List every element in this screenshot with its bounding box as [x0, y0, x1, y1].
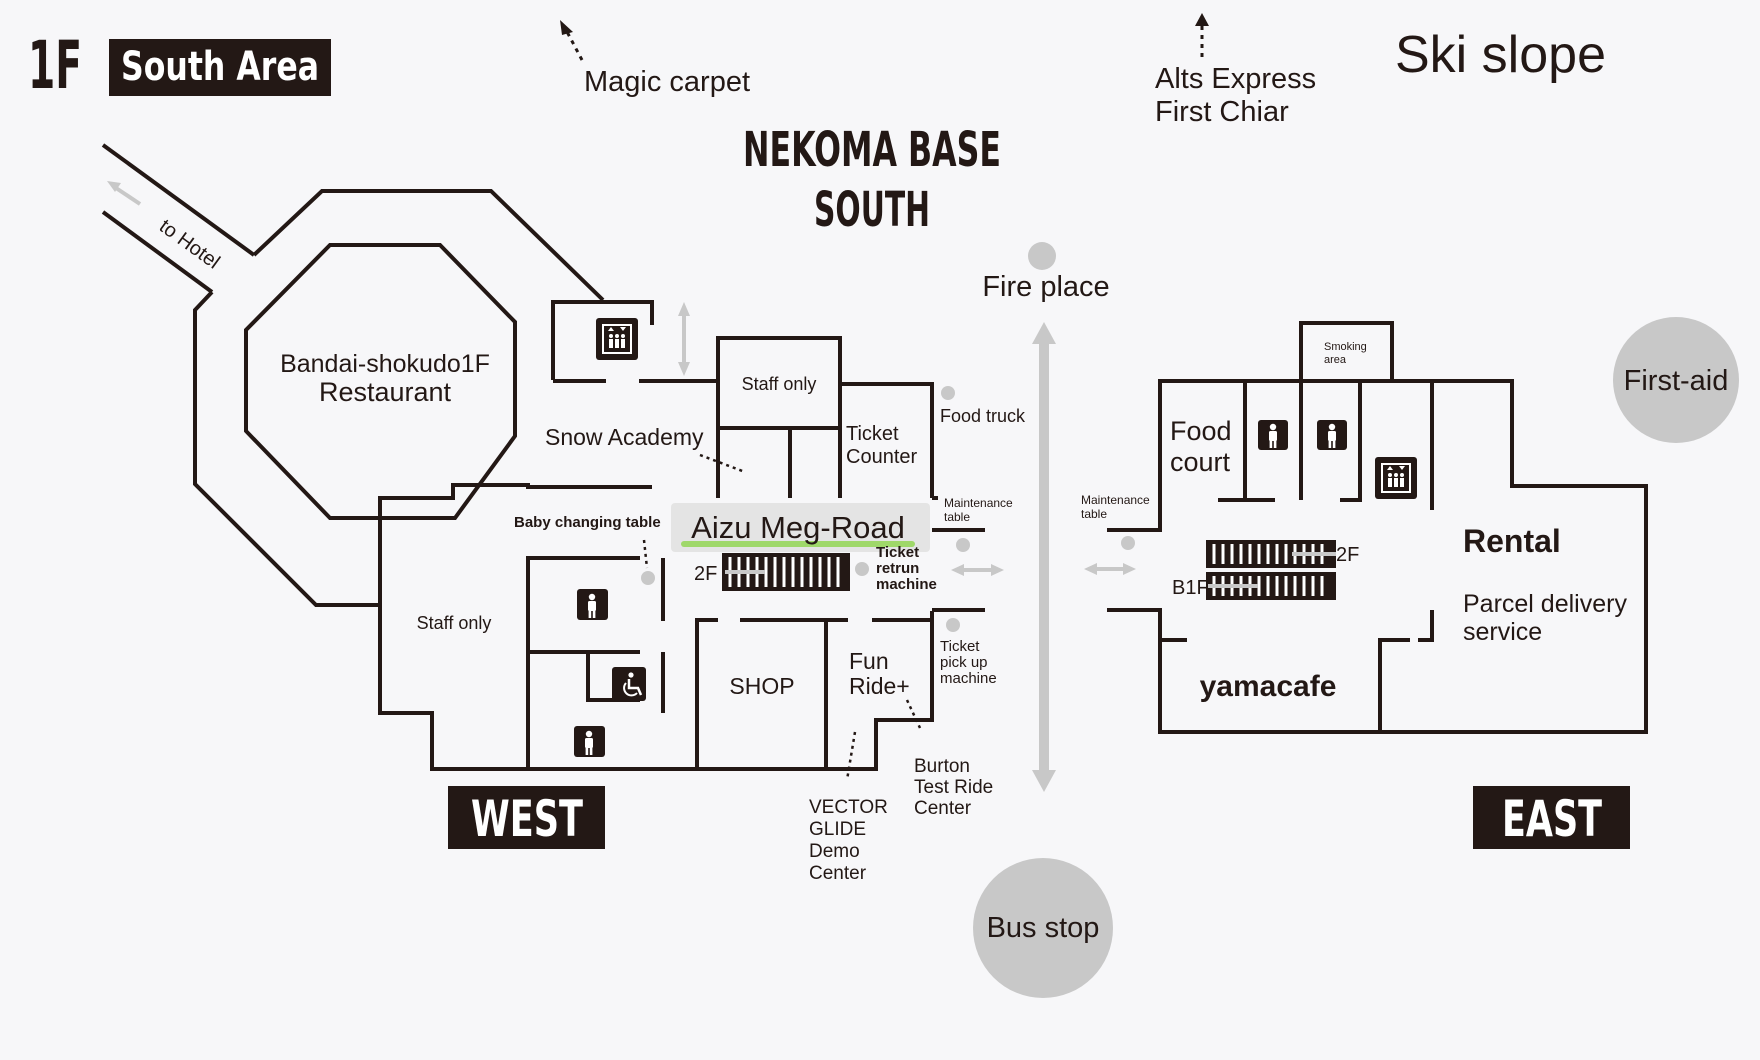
- fun-ride-line1: Fun: [849, 648, 889, 674]
- magic-carpet-arrowhead-icon: [560, 20, 573, 35]
- walkway-arrowhead-up-icon: [1032, 322, 1056, 344]
- area-badge: [109, 39, 331, 96]
- snow-academy-leader: [699, 453, 746, 474]
- yamacafe-label: yamacafe: [1200, 670, 1337, 703]
- vector-line3: Demo: [809, 841, 860, 862]
- page-title-line2: SOUTH: [814, 182, 930, 238]
- east-badge: [1473, 786, 1630, 849]
- restaurant-label-line1: Bandai-shokudo1F: [280, 350, 490, 378]
- alts-express-arrowhead-icon: [1195, 13, 1209, 26]
- snow-academy-label: Snow Academy: [545, 424, 704, 450]
- floor-label: 1F: [28, 27, 82, 104]
- west-building: [101, 143, 985, 771]
- maintenance-east-line1: Maintenance: [1081, 493, 1150, 507]
- walkway-arrowhead-down-icon: [1032, 770, 1056, 792]
- baby-changing-dot: [641, 571, 655, 585]
- fun-ride-line2: Ride+: [849, 673, 910, 699]
- pickup-line2: pick up: [940, 654, 988, 671]
- maintenance-west-line1: Maintenance: [944, 496, 1013, 510]
- meg-road-bg: [671, 503, 930, 552]
- east-stairs-up-label: 2F: [1336, 544, 1359, 566]
- baby-changing-label: Baby changing table: [514, 514, 661, 531]
- west-badge: [448, 786, 605, 849]
- ticket-return-line1: Ticket: [876, 544, 919, 561]
- east-stairs-down-label: B1F: [1172, 577, 1209, 599]
- fire-place-dot: [1028, 242, 1056, 270]
- alts-express-line2: First Chiar: [1155, 96, 1289, 128]
- staff-only-top-label: Staff only: [742, 374, 817, 394]
- burton-line2: Test Ride: [914, 777, 993, 798]
- east-building: [1107, 321, 1648, 734]
- ski-slope-label: Ski slope: [1395, 26, 1606, 84]
- maintenance-west-dot: [956, 538, 970, 552]
- stairway-arrowhead-up-icon: [678, 302, 690, 316]
- baby-changing-leader: [642, 539, 649, 569]
- parcel-line2: service: [1463, 618, 1542, 646]
- west-label: WEST: [471, 790, 583, 848]
- page-title-line1: NEKOMA BASE: [743, 122, 1001, 178]
- meg-road-underline: [681, 541, 915, 547]
- maintenance-east-line2: table: [1081, 507, 1107, 521]
- to-hotel-arrow-icon: [111, 184, 142, 206]
- to-hotel-arrowhead-icon: [107, 181, 121, 192]
- staff-only-left-label: Staff only: [417, 613, 492, 633]
- bus-stop-label: Bus stop: [987, 912, 1100, 944]
- ticket-counter-line1: Ticket: [846, 423, 899, 445]
- maintenance-east-dot: [1121, 536, 1135, 550]
- maintenance-west-line2: table: [944, 510, 970, 524]
- smoking-area-line1: Smoking: [1324, 341, 1367, 353]
- burton-leader: [905, 699, 922, 729]
- entrance-east-arrowhead-l-icon: [1084, 563, 1097, 575]
- male-restroom-icon: [574, 726, 605, 757]
- magic-carpet-label: Magic carpet: [584, 66, 750, 98]
- accessible-restroom-icon: [612, 667, 646, 701]
- pickup-line1: Ticket: [940, 638, 980, 655]
- west-stairs-label: 2F: [694, 563, 717, 585]
- ticket-return-line2: retrun: [876, 560, 919, 577]
- vector-line2: GLIDE: [809, 819, 866, 840]
- vector-line4: Center: [809, 863, 867, 884]
- entrance-west-arrowhead-l-icon: [951, 564, 964, 576]
- rental-label: Rental: [1463, 523, 1561, 559]
- alts-express-line1: Alts Express: [1155, 63, 1316, 95]
- elevator-east-icon: [1374, 456, 1418, 500]
- food-court-line2: court: [1170, 447, 1231, 477]
- east-label: EAST: [1502, 790, 1602, 848]
- area-label: South Area: [121, 44, 319, 90]
- shop-label: SHOP: [729, 673, 794, 699]
- female-restroom-east-icon: [1258, 420, 1288, 450]
- food-truck-label: Food truck: [940, 406, 1026, 426]
- burton-line1: Burton: [914, 756, 970, 777]
- fire-place-label: Fire place: [982, 271, 1109, 303]
- ticket-return-dot: [855, 562, 869, 576]
- female-restroom-icon: [577, 589, 608, 620]
- pickup-line3: machine: [940, 670, 997, 687]
- elevator-icon: [595, 317, 639, 361]
- male-restroom-east-icon: [1317, 420, 1347, 450]
- smoking-area-line2: area: [1324, 354, 1347, 366]
- pickup-dot: [946, 618, 960, 632]
- first-aid-circle: [1613, 317, 1739, 443]
- ticket-counter-line2: Counter: [846, 446, 917, 468]
- entrance-west-arrowhead-r-icon: [991, 564, 1004, 576]
- food-court-line1: Food: [1170, 416, 1232, 446]
- entrance-east-arrowhead-r-icon: [1123, 563, 1136, 575]
- vector-line1: VECTOR: [809, 797, 888, 818]
- food-truck-dot: [941, 386, 955, 400]
- ticket-return-line3: machine: [876, 576, 937, 593]
- parcel-line1: Parcel delivery: [1463, 590, 1627, 618]
- vector-leader: [845, 731, 857, 781]
- stairway-arrowhead-down-icon: [678, 362, 690, 376]
- restaurant-label-line2: Restaurant: [319, 377, 452, 407]
- meg-road-label: Aizu Meg-Road: [691, 510, 905, 545]
- bus-stop-circle: [973, 858, 1113, 998]
- first-aid-label: First-aid: [1624, 365, 1729, 397]
- burton-line3: Center: [914, 798, 972, 819]
